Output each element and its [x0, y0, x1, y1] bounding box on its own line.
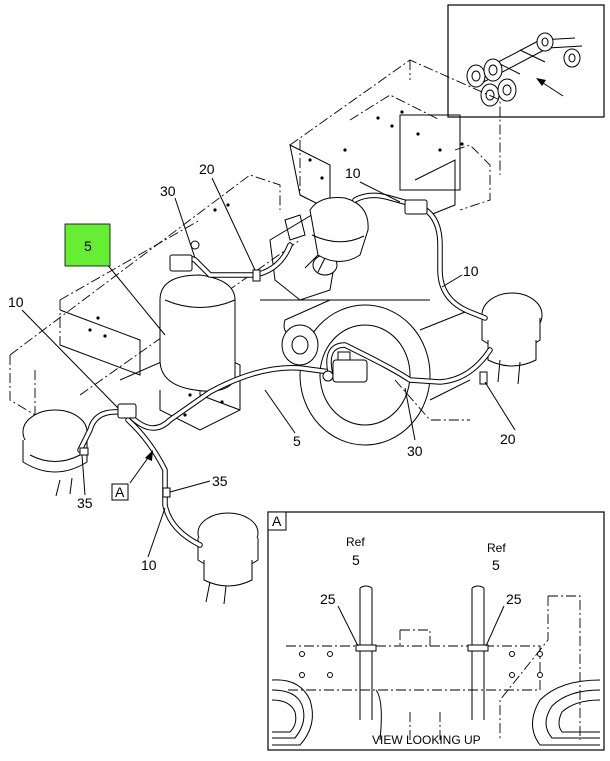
detail-ref-right-title: Ref [487, 541, 506, 555]
hose-5-main [122, 364, 333, 431]
brake-chamber-left [22, 409, 88, 497]
callout-30-right[interactable]: 30 [407, 443, 423, 459]
detail-ref-right-value: 5 [492, 557, 500, 573]
detail-ref-left-value: 5 [352, 552, 360, 568]
view-marker-label: A [115, 484, 125, 500]
detail-caption: VIEW LOOKING UP [372, 733, 481, 747]
detail-hose-left [359, 585, 382, 741]
detail-callout-25-left[interactable]: 25 [320, 591, 336, 607]
callout-35-center[interactable]: 35 [212, 473, 228, 489]
hose-10-bottom [125, 417, 203, 548]
callout-35-left[interactable]: 35 [77, 495, 93, 511]
leader-lines [21, 177, 516, 558]
view-marker-box [111, 483, 129, 501]
callout-20-right[interactable]: 20 [500, 431, 516, 447]
clip-20-top [252, 269, 261, 282]
fitting-top-right [404, 199, 428, 215]
fitting-top [169, 240, 200, 272]
hose-10-left [77, 409, 123, 453]
brake-chamber-top-right [304, 197, 369, 273]
callout-30-top[interactable]: 30 [160, 183, 176, 199]
brake-chamber-bottom [197, 512, 259, 605]
callout-5-center[interactable]: 5 [293, 433, 301, 449]
highlighted-callout-box[interactable] [64, 223, 111, 267]
callout-10-left[interactable]: 10 [8, 294, 24, 310]
inset-wheel [466, 32, 581, 107]
clip-20-right [479, 371, 488, 385]
relay-valve-center [322, 351, 368, 383]
detail-ref-left-title: Ref [346, 535, 365, 549]
main-illustration [9, 59, 543, 605]
left-frame-rail [9, 174, 301, 431]
left-air-spring [159, 274, 236, 392]
view-arrow [129, 450, 153, 484]
detail-hose-right [471, 585, 485, 720]
fitting-left [117, 403, 137, 419]
locator-inset [447, 4, 605, 118]
detail-view-a: A [267, 511, 605, 751]
callout-5-highlighted[interactable]: 5 [84, 238, 92, 254]
clip-35-center [162, 487, 171, 498]
detail-callout-25-right[interactable]: 25 [506, 591, 522, 607]
brake-chamber-right [481, 292, 543, 385]
detail-tire-right [532, 679, 601, 746]
callout-10-bottom[interactable]: 10 [141, 557, 157, 573]
clip-35-left [79, 447, 89, 456]
detail-clip-right [467, 644, 489, 652]
callout-10-right[interactable]: 10 [463, 263, 479, 279]
callouts: 5 30 20 10 10 10 35 5 35 10 30 20 A [8, 161, 516, 573]
callout-20-top[interactable]: 20 [199, 161, 215, 177]
right-frame-rail [289, 59, 501, 216]
hose-10-top-right [352, 192, 488, 321]
callout-10-top-right[interactable]: 10 [345, 165, 361, 181]
detail-tire-left [271, 679, 313, 746]
detail-clip-left [355, 644, 377, 652]
hose-30-right [326, 342, 493, 385]
detail-label: A [272, 513, 282, 529]
inset-arrow [536, 78, 564, 97]
